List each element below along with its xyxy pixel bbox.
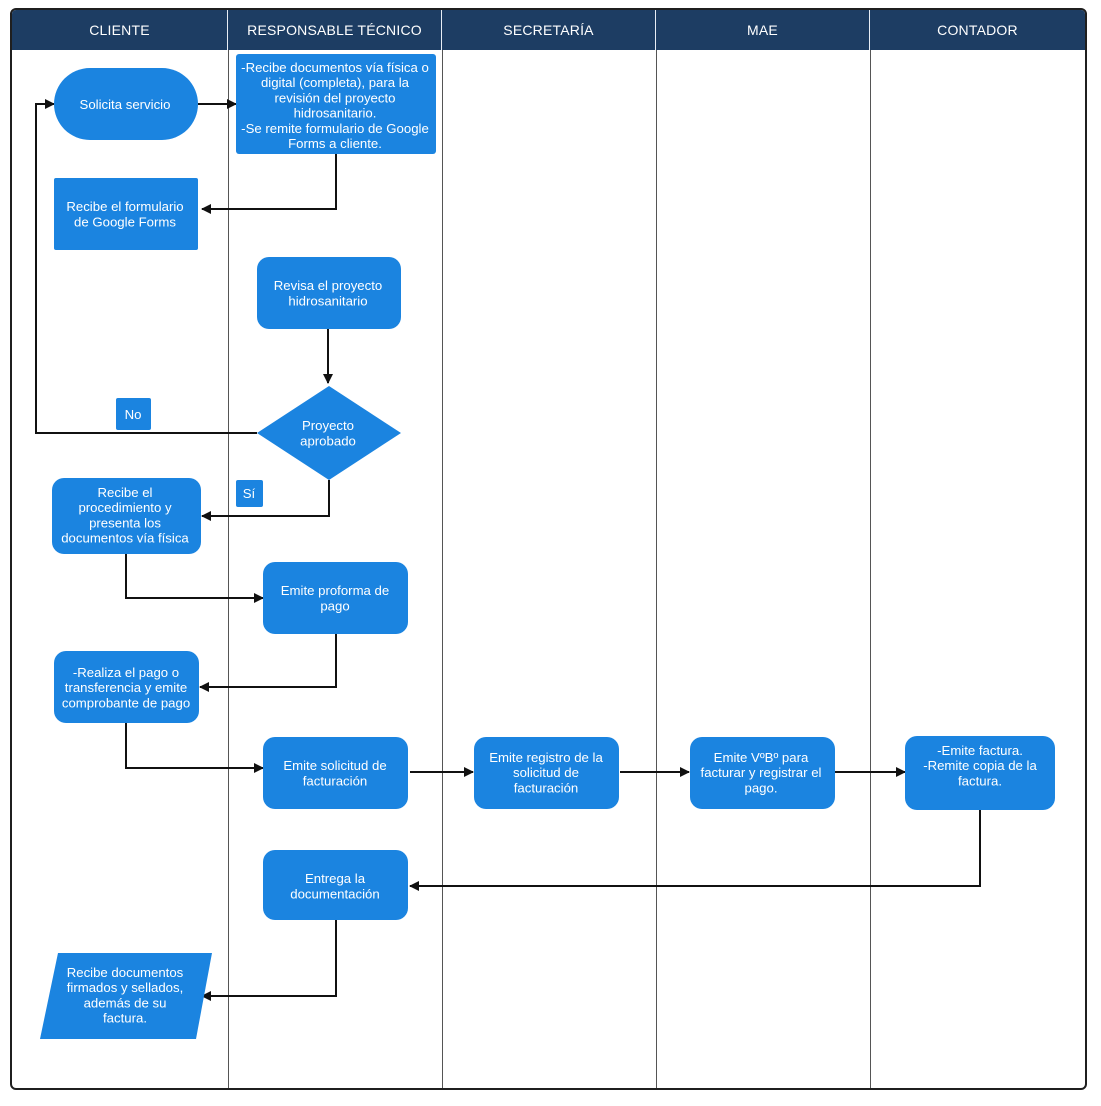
node-recibe-documentos-shape [236, 54, 436, 154]
node-recibe-formulario-shape [54, 178, 198, 250]
lane-header: CLIENTE RESPONSABLE TÉCNICO SECRETARÍA M… [12, 10, 1085, 50]
node-label-line: -Remite copia de la [923, 758, 1037, 773]
node-entrega-documentacion-shape [263, 850, 408, 920]
node-label-line: No [125, 407, 142, 422]
node-label-line: firmados y sellados, [67, 980, 184, 995]
node-emite-factura-shape [905, 736, 1055, 810]
node-label-line: hidrosanitario. [294, 106, 377, 121]
node-label-line: facturación [303, 774, 368, 789]
node-label-si-label: Sí [243, 486, 256, 501]
node-label-line: aprobado [300, 434, 356, 449]
label-si-shape [236, 480, 263, 507]
node-label-line: hidrosanitario [288, 294, 367, 309]
connector-recibe-docs-to-recibe-form [201, 154, 337, 214]
lane-divider [656, 50, 657, 1088]
connector-factura-to-entrega [409, 810, 981, 891]
node-label-solicita: Solicita servicio [80, 97, 171, 112]
node-label-line: documentos vía física [61, 531, 189, 546]
lane-divider [870, 50, 871, 1088]
node-recibe-documentos-firmados-shape [40, 953, 212, 1039]
lane-header-cliente: CLIENTE [12, 10, 228, 50]
connector-aprobado-no-to-solicita [35, 99, 257, 434]
node-solicita-servicio-shape [54, 68, 198, 140]
node-realiza-pago-shape [54, 651, 199, 723]
node-label-line: facturar y registrar el [701, 765, 822, 780]
node-emite-solicitud-facturacion-shape [263, 737, 408, 809]
node-label-line: de Google Forms [74, 215, 176, 230]
node-label-line: factura. [103, 1011, 147, 1026]
node-label-line: transferencia y emite [65, 680, 187, 695]
node-label-line: Solicita servicio [80, 97, 171, 112]
connector-entrega-to-recibe-final [201, 920, 337, 1001]
node-label-line: solicitud de [513, 765, 579, 780]
node-label-line: Emite registro de la [489, 750, 603, 765]
node-label-line: facturación [514, 780, 579, 795]
node-emite-proforma-shape [263, 562, 408, 634]
node-label-line: documentación [290, 887, 379, 902]
node-label-line: Sí [243, 486, 256, 501]
lane-divider [442, 50, 443, 1088]
lane-header-mae: MAE [656, 10, 870, 50]
node-label-line: -Realiza el pago o [73, 665, 179, 680]
lane-divider [228, 50, 229, 1088]
lane-header-contador: CONTADOR [937, 22, 1018, 38]
node-label-line: Forms a cliente. [288, 136, 382, 151]
node-label-line: -Emite factura. [937, 743, 1023, 758]
node-label-line: Entrega la [305, 871, 366, 886]
node-label-line: presenta los [89, 515, 161, 530]
node-label-line: Emite proforma de [281, 583, 389, 598]
label-no-shape [116, 398, 151, 430]
node-emite-registro-shape [474, 737, 619, 809]
node-label-no-label: No [125, 407, 142, 422]
node-label-line: Emite VºBº para [714, 750, 809, 765]
node-label-line: comprobante de pago [62, 695, 190, 710]
node-recibe-procedimiento-shape [52, 478, 201, 554]
connector-aprobado-si-to-recibe-proc [201, 480, 330, 521]
node-label-line: -Se remite formulario de Google [241, 121, 429, 136]
node-label-line: Recibe el [98, 485, 153, 500]
node-label-line: Recibe el formulario [66, 199, 183, 214]
connector-recibe-proc-to-proforma [125, 554, 264, 603]
node-label-line: Emite solicitud de [283, 758, 386, 773]
node-label-line: revisión del proyecto [275, 90, 396, 105]
swimlane-diagram: CLIENTE RESPONSABLE TÉCNICO SECRETARÍA M… [10, 8, 1087, 1090]
node-label-line: Proyecto [302, 418, 354, 433]
node-emite-vobo-shape [690, 737, 835, 809]
connector-realiza-pago-to-solicitud-fact [125, 723, 264, 773]
node-label-line: pago. [744, 780, 777, 795]
node-texts: Solicita servicio -Recibe documentos vía … [61, 60, 1037, 1026]
node-label-line: además de su [84, 995, 167, 1010]
connector-proforma-to-realiza-pago [199, 634, 337, 692]
decision-proyecto-aprobado-shape [257, 386, 401, 480]
node-label-line: Revisa el proyecto [274, 278, 382, 293]
lane-header-secretaria: SECRETARÍA [442, 10, 656, 50]
node-revisa-proyecto-shape [257, 257, 401, 329]
node-label-line: -Recibe documentos vía física o [241, 60, 429, 75]
lane-header-responsable-tecnico: RESPONSABLE TÉCNICO [228, 10, 442, 50]
node-label-line: procedimiento y [78, 500, 171, 515]
node-label-line: Recibe documentos [67, 965, 184, 980]
node-label-line: digital (completa), para la [261, 75, 410, 90]
connectors [35, 99, 981, 1001]
node-label-line: factura. [958, 773, 1002, 788]
node-label-line: pago [320, 599, 349, 614]
